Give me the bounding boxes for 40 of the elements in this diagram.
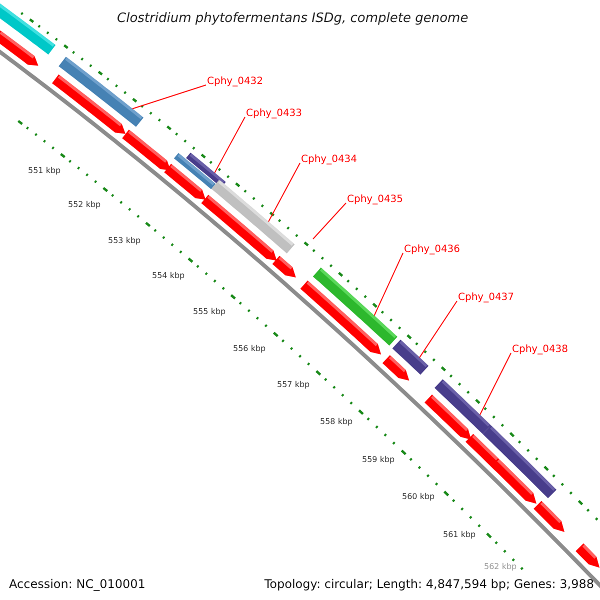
leader-line [374,252,404,316]
position-label: 551 kbp [28,166,61,176]
genome-summary-text: Topology: circular; Length: 4,847,594 bp; Genes: 3,988 [264,577,594,592]
cds-feature [272,256,296,278]
position-label: 552 kbp [68,200,101,210]
position-label: 557 kbp [277,380,310,390]
gene-label: Cphy_0436 [404,244,460,256]
position-label: 559 kbp [362,455,395,465]
cds-feature [300,280,382,354]
leader-line [419,300,458,358]
cds-feature [382,355,410,381]
cds-feature [164,164,206,200]
position-label: 562 kbp [484,562,517,572]
gene-label: Cphy_0438 [512,344,568,356]
leader-line [312,202,346,240]
gene-label: Cphy_0437 [458,292,514,304]
leader-line [268,162,300,222]
position-label: 556 kbp [233,344,266,354]
map-title: Clostridium phytofermentans ISDg, complete genome [117,10,468,28]
position-label: 554 kbp [152,271,185,281]
cds-feature [424,394,472,440]
cds-feature [201,194,277,261]
position-label: 561 kbp [443,530,476,540]
position-label: 553 kbp [108,236,141,246]
gene-label: Cphy_0434 [301,154,358,166]
cds-feature [52,74,126,134]
leader-line [132,84,206,110]
position-label: 560 kbp [402,492,435,502]
cds-feature [0,30,38,66]
accession-text: Accession: NC_010001 [9,577,146,592]
gene-label: Cphy_0432 [207,76,264,88]
leader-line [479,352,512,416]
cds-feature [490,458,536,504]
cds-feature [576,543,600,568]
gene-label: Cphy_0435 [347,194,404,206]
cds-feature [122,130,171,170]
gene-label: Cphy_0433 [246,108,302,120]
position-label: 555 kbp [193,307,226,317]
position-label: 558 kbp [320,417,353,427]
cds-feature [534,500,564,532]
